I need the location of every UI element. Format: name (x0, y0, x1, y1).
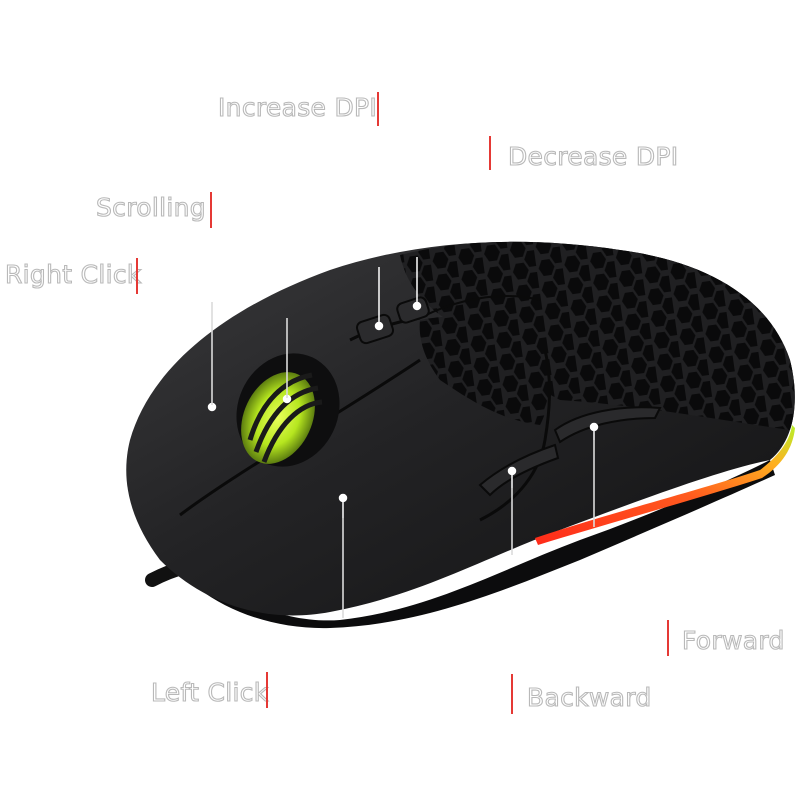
increase-dpi-label: Increase DPI (217, 93, 378, 122)
decrease-dpi-dot (412, 301, 422, 311)
decrease-dpi-accent-bar (489, 136, 491, 170)
honeycomb-vent-area (400, 241, 795, 430)
backward-accent-bar (511, 674, 513, 714)
backward-dot (507, 466, 517, 476)
side-button-forward (553, 406, 662, 444)
rgb-light-strip (535, 425, 795, 545)
right-click-label: Right Click (4, 260, 142, 289)
left-click-dot (338, 493, 348, 503)
forward-label: Forward (681, 626, 785, 655)
scrolling-accent-bar (210, 192, 212, 228)
increase-dpi-accent-bar (377, 92, 379, 126)
honeycomb-center-area (419, 316, 552, 425)
left-click-label: Left Click (150, 678, 269, 707)
side-button-backward (478, 443, 560, 497)
forward-accent-bar (667, 620, 669, 656)
decrease-dpi-label: Decrease DPI (507, 142, 679, 171)
left-click-accent-bar (266, 672, 268, 708)
mouse-base (155, 460, 775, 629)
increase-dpi-dot (374, 321, 384, 331)
scrolling-label: Scrolling (95, 193, 206, 222)
backward-label: Backward (526, 683, 652, 712)
forward-dot (589, 422, 599, 432)
right-click-accent-bar (136, 258, 138, 294)
dpi-decrease-button (396, 296, 430, 324)
dpi-increase-button (355, 313, 395, 345)
